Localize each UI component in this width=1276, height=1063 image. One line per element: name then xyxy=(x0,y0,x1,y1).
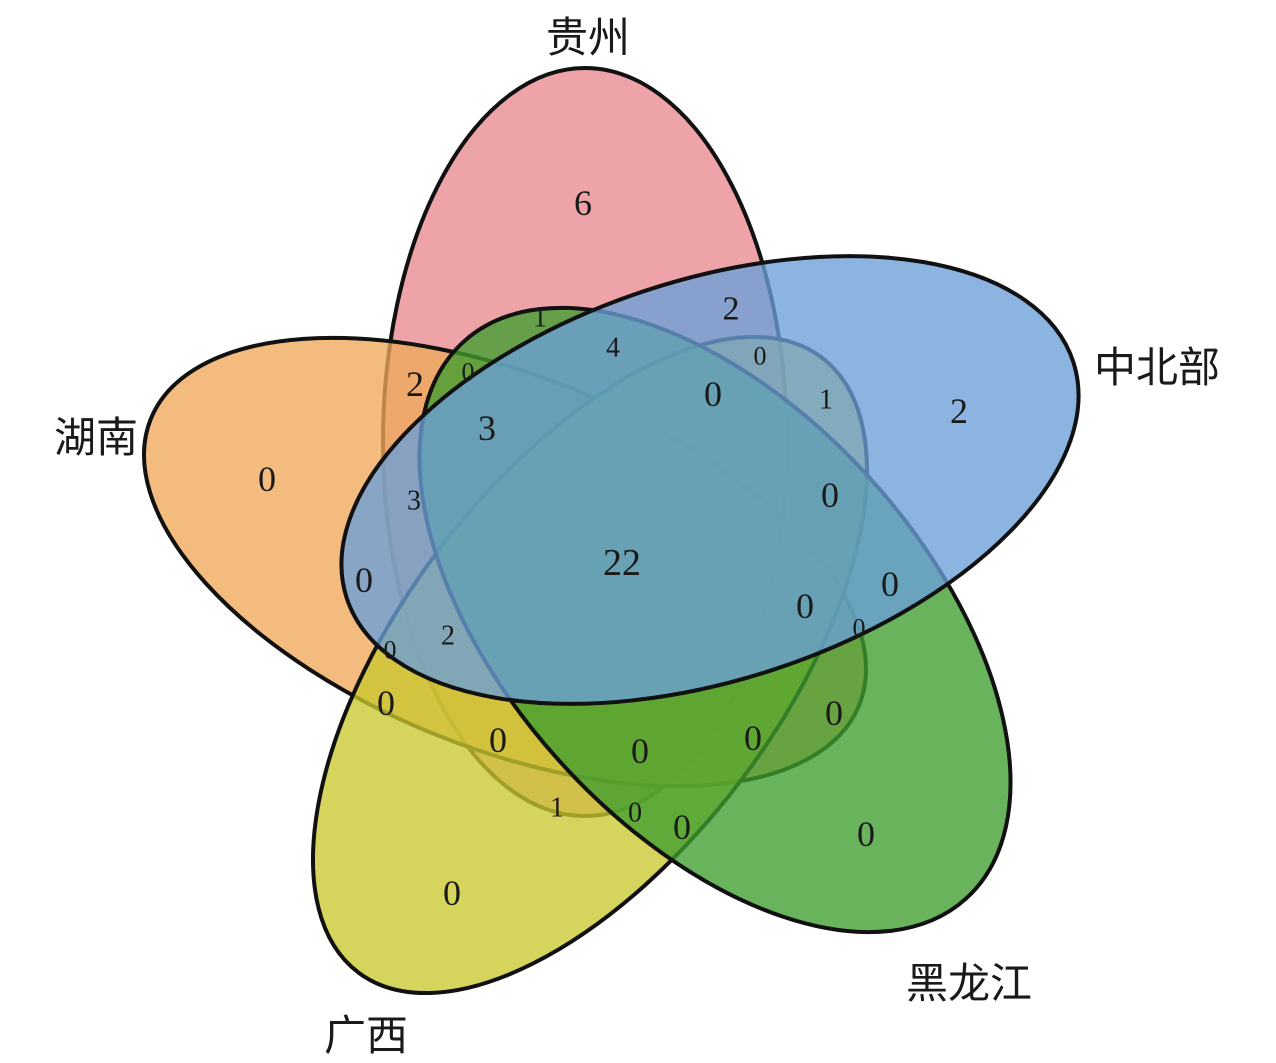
count-region: 0 xyxy=(754,342,767,371)
count-region: 3 xyxy=(407,486,421,517)
count-region: 0 xyxy=(355,560,373,600)
count-guangxi-only: 0 xyxy=(443,873,461,913)
set-label-guizhou: 贵州 xyxy=(546,13,630,62)
count-region: 0 xyxy=(704,374,722,414)
ellipse-zhongbeibu xyxy=(339,254,1081,706)
count-guizhou-only: 6 xyxy=(574,183,592,223)
count-region: 2 xyxy=(441,621,455,652)
count-region: 0 xyxy=(825,693,843,733)
count-core-all: 22 xyxy=(603,542,641,584)
count-zhongbeibu-only: 2 xyxy=(950,391,968,431)
count-region: 1 xyxy=(819,385,833,416)
count-region: 0 xyxy=(631,731,649,771)
count-region: 2 xyxy=(406,364,424,404)
count-hunan-only: 0 xyxy=(258,459,276,499)
count-region: 0 xyxy=(628,798,642,829)
count-region: 0 xyxy=(744,718,762,758)
count-region: 0 xyxy=(853,614,866,643)
count-heilongjiang-only: 0 xyxy=(857,814,875,854)
count-region: 0 xyxy=(796,586,814,626)
count-region: 2 xyxy=(723,291,740,328)
count-region: 0 xyxy=(462,358,475,387)
count-region: 4 xyxy=(606,333,620,364)
count-region: 0 xyxy=(881,564,899,604)
set-label-zhongbeibu: 中北部 xyxy=(1094,343,1220,392)
set-label-hunan: 湖南 xyxy=(54,413,138,462)
count-region: 0 xyxy=(673,807,691,847)
count-region: 1 xyxy=(533,303,547,334)
set-label-heilongjiang: 黑龙江 xyxy=(906,959,1032,1008)
count-region: 0 xyxy=(384,636,397,665)
set-label-guangxi: 广西 xyxy=(324,1011,408,1060)
ellipse-layer xyxy=(142,66,1081,996)
count-region: 0 xyxy=(821,475,839,515)
count-region: 0 xyxy=(377,683,395,723)
count-region: 1 xyxy=(550,793,564,824)
count-region: 3 xyxy=(478,408,496,448)
count-region: 0 xyxy=(489,720,507,760)
